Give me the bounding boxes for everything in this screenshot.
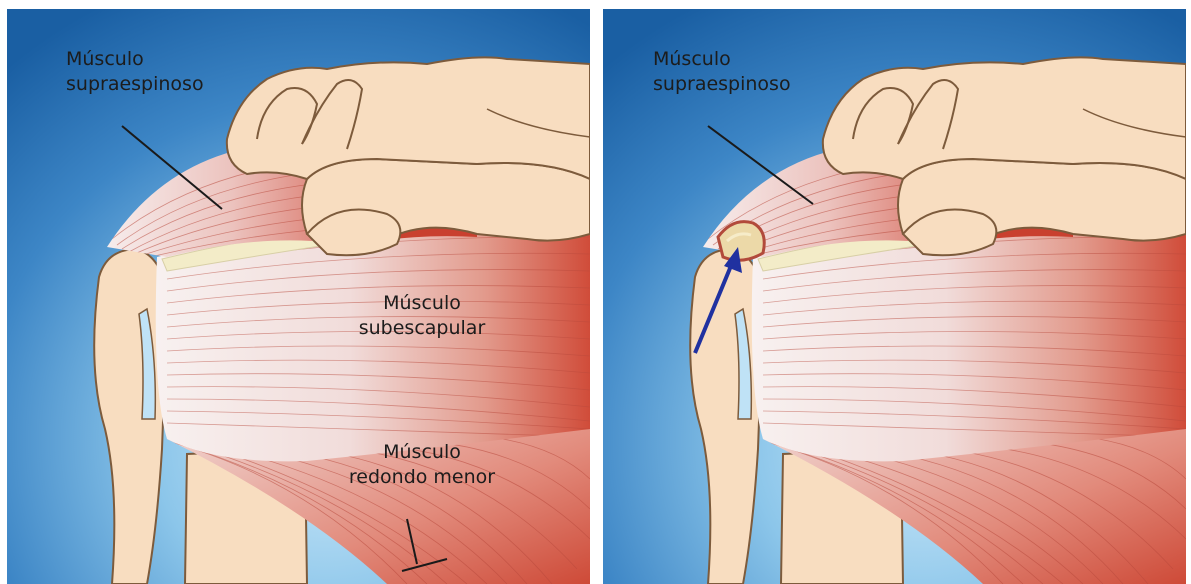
panel-torn-rotator-cuff: Músculo supraespinoso — [603, 9, 1186, 584]
label-subscapularis-line2: subescapular — [352, 316, 492, 341]
label-teres-minor-line1: Músculo — [347, 440, 497, 465]
label-subscapularis: Músculo subescapular — [352, 291, 492, 341]
tendon-tear-gap — [718, 222, 764, 261]
label-teres-minor: Músculo redondo menor — [347, 440, 497, 490]
label-supraspinatus-line2: supraespinoso — [653, 72, 791, 97]
label-supraspinatus: Músculo supraespinoso — [66, 47, 204, 97]
label-supraspinatus-line1: Músculo — [66, 47, 204, 72]
label-supraspinatus-line2: supraespinoso — [66, 72, 204, 97]
label-teres-minor-line2: redondo menor — [347, 465, 497, 490]
panel-intact-rotator-cuff: Músculo supraespinoso Músculo subescapul… — [7, 9, 590, 584]
label-supraspinatus: Músculo supraespinoso — [653, 47, 791, 97]
label-subscapularis-line1: Músculo — [352, 291, 492, 316]
label-supraspinatus-line1: Músculo — [653, 47, 791, 72]
